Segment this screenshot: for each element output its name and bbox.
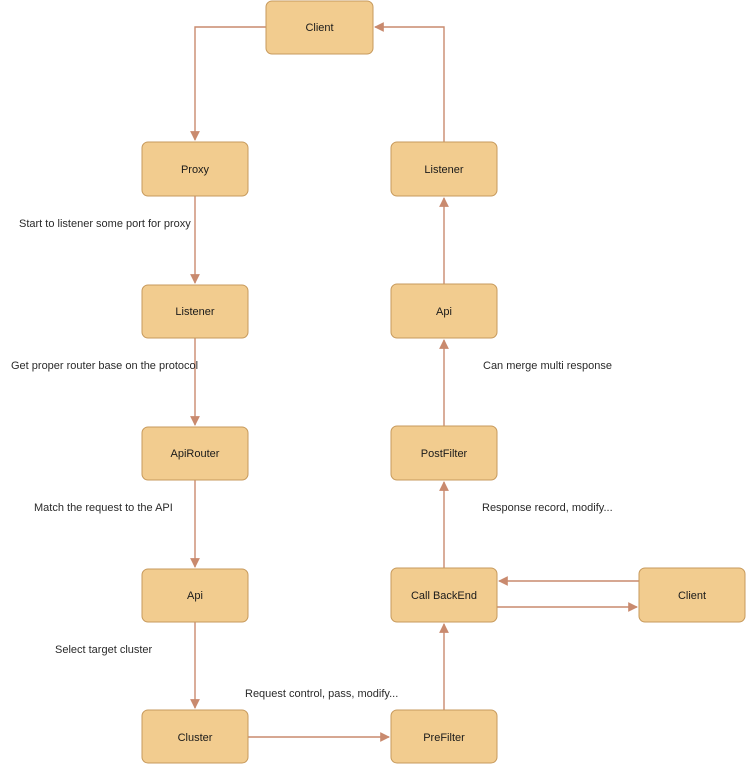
node-client-top-label: Client [305, 22, 333, 34]
node-client-top[interactable]: Client [265, 0, 374, 55]
node-prefilter[interactable]: PreFilter [390, 709, 498, 764]
node-cluster[interactable]: Cluster [141, 709, 249, 764]
label-cluster-to-prefilter: Request control, pass, modify... [245, 688, 398, 700]
node-proxy[interactable]: Proxy [141, 141, 249, 197]
node-prefilter-label: PreFilter [423, 732, 465, 744]
node-api-left-label: Api [187, 590, 203, 602]
label-listener-to-apirouter: Get proper router base on the protocol [11, 360, 198, 372]
node-client-right[interactable]: Client [638, 567, 746, 623]
node-listener-left[interactable]: Listener [141, 284, 249, 339]
node-call-backend-label: Call BackEnd [411, 590, 477, 602]
label-postfilter-to-api: Can merge multi response [483, 360, 612, 372]
label-backend-to-postfilter: Response record, modify... [482, 502, 613, 514]
node-api-right-label: Api [436, 306, 452, 318]
node-api-right[interactable]: Api [390, 283, 498, 339]
node-postfilter-label: PostFilter [421, 448, 468, 460]
node-proxy-label: Proxy [181, 164, 210, 176]
node-postfilter[interactable]: PostFilter [390, 425, 498, 481]
node-listener-right-label: Listener [424, 164, 463, 176]
node-listener-left-label: Listener [175, 306, 214, 318]
edge-client-to-proxy [190, 26, 266, 141]
node-call-backend[interactable]: Call BackEnd [390, 567, 498, 623]
label-apirouter-to-api: Match the request to the API [34, 502, 173, 514]
node-apirouter-label: ApiRouter [171, 448, 220, 460]
node-client-right-label: Client [678, 590, 706, 602]
label-api-to-cluster: Select target cluster [55, 644, 153, 656]
label-proxy-to-listener: Start to listener some port for proxy [19, 218, 191, 230]
node-apirouter[interactable]: ApiRouter [141, 426, 249, 481]
node-listener-right[interactable]: Listener [390, 141, 498, 197]
edge-listener-to-client [374, 22, 445, 142]
node-cluster-label: Cluster [178, 732, 213, 744]
node-api-left[interactable]: Api [141, 568, 249, 623]
